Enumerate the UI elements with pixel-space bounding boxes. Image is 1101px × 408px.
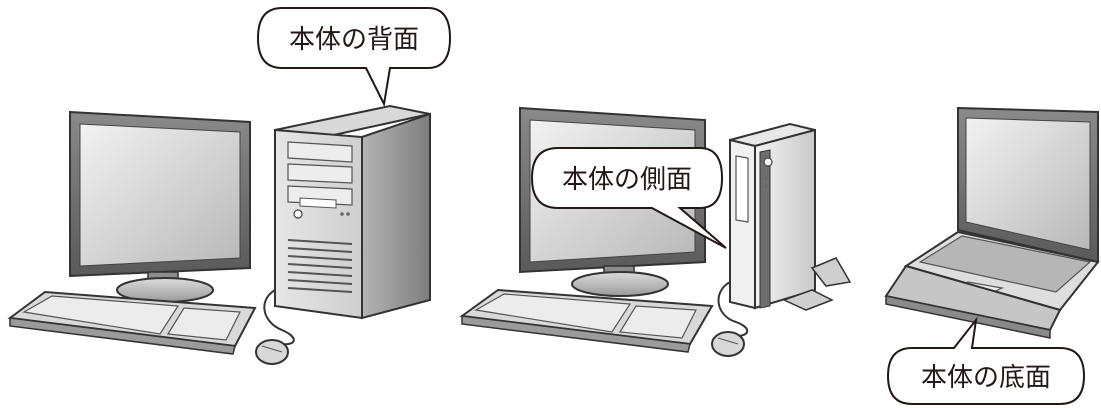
tower-pc-left [274,104,431,320]
keyboard-middle [459,288,714,353]
callout-bottom-text: 本体の底面 [921,363,1051,393]
callout-bottom: 本体の底面 [886,316,1086,405]
slim-pc-middle [729,122,852,311]
callout-back: 本体の背面 [256,7,452,108]
callout-side-text: 本体の側面 [562,165,692,195]
monitor-left [69,110,251,303]
desktop-set-left [7,104,431,365]
mouse-left [255,289,295,365]
keyboard-left [7,290,257,355]
callout-side: 本体の側面 [530,147,727,249]
mouse-middle [711,281,749,357]
callout-back-text: 本体の背面 [289,25,419,55]
laptop-right [884,106,1100,339]
desktop-set-middle [459,106,852,357]
